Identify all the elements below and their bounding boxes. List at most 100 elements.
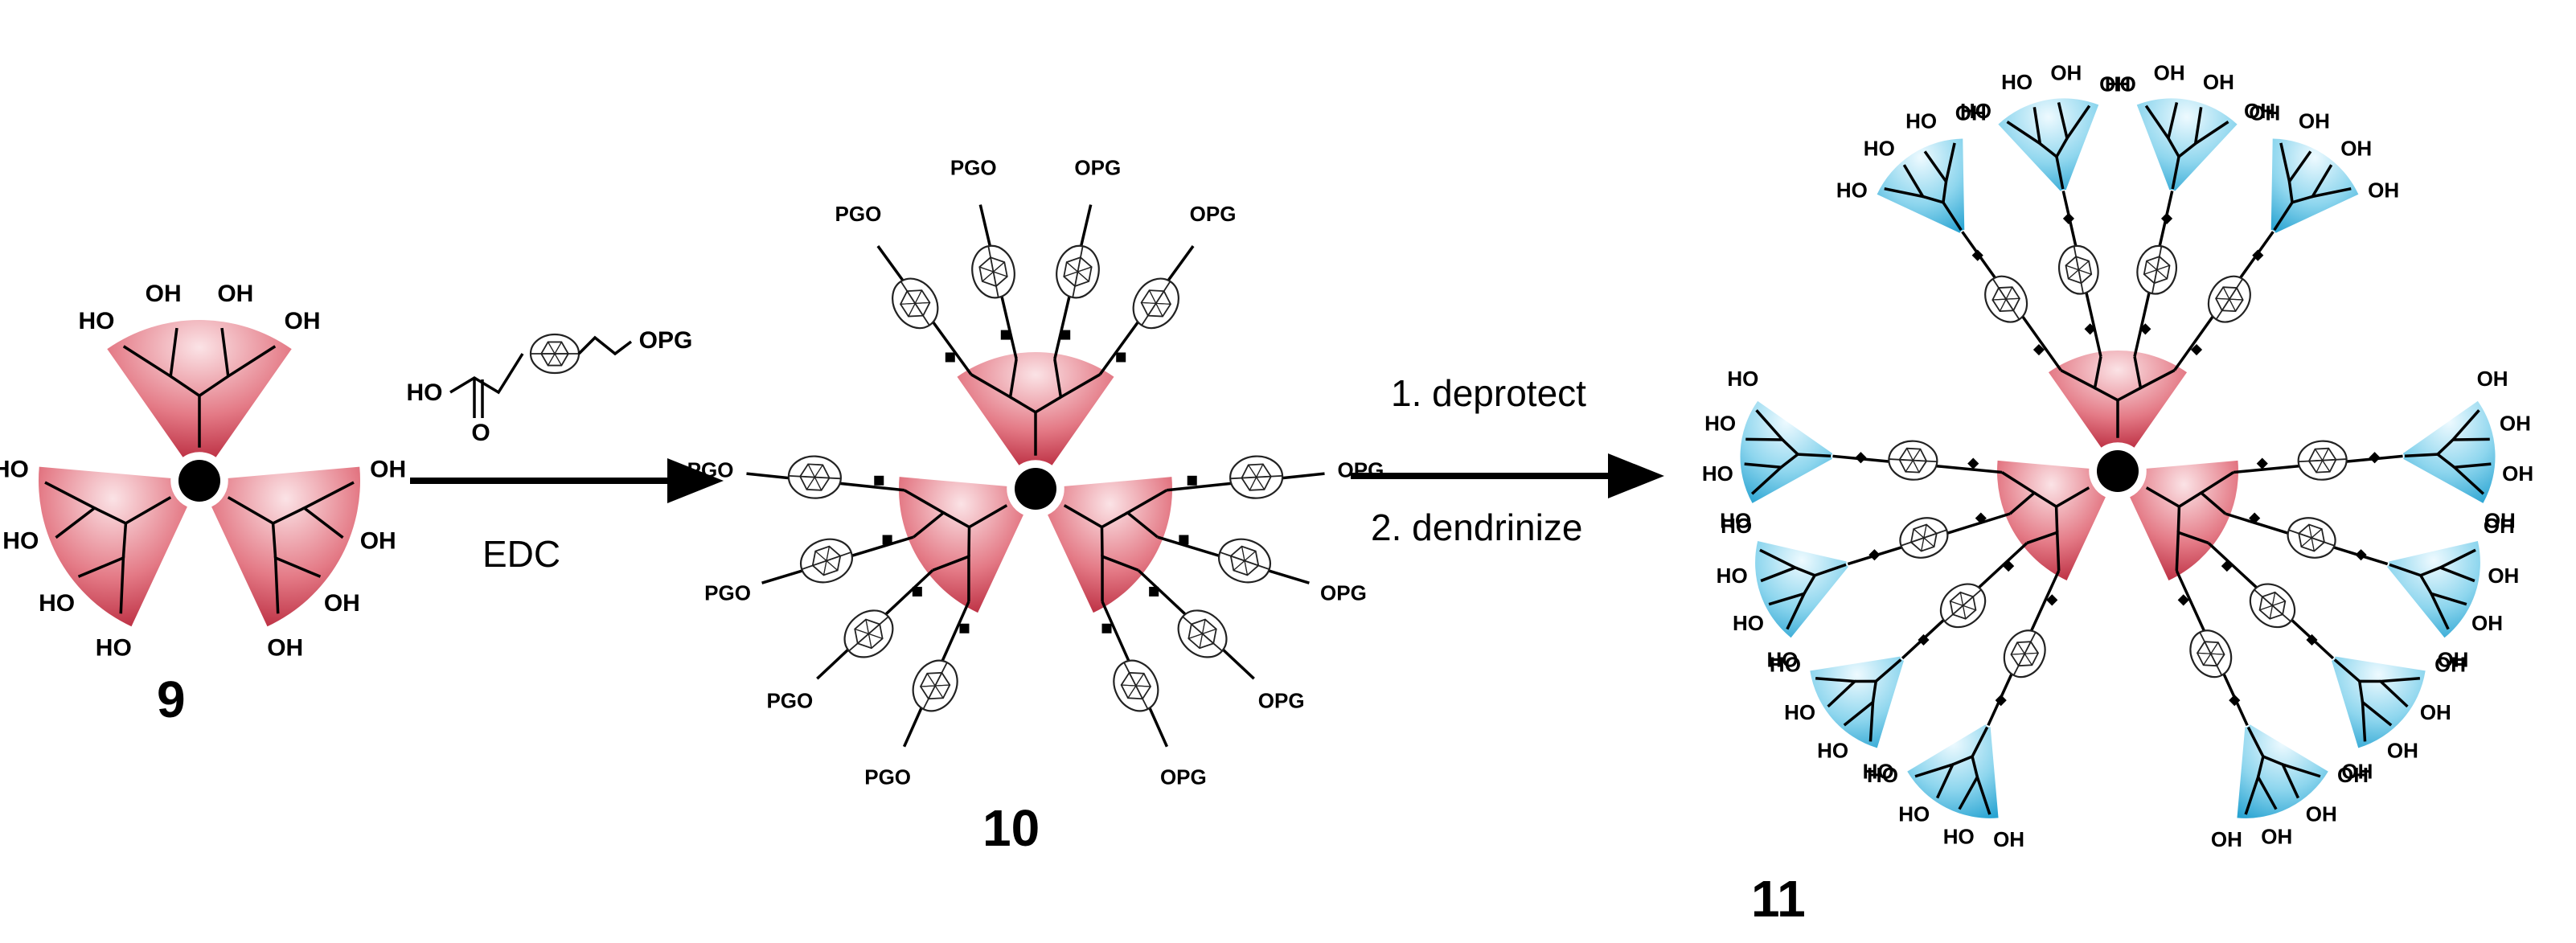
c11-hydroxyl-label: OH xyxy=(2299,109,2330,133)
c11-outer-dendron-wedge xyxy=(2387,540,2480,638)
c11-hydroxyl-label: HO xyxy=(1836,178,1868,203)
c11-outer-dendron-wedge xyxy=(2402,400,2496,503)
c11-cage xyxy=(2189,629,2233,679)
c11-hydroxyl-label: HO xyxy=(1943,825,1975,849)
c11-outer-dendron-wedge xyxy=(2270,138,2359,233)
c11-core-dendron-3 xyxy=(1997,460,2106,580)
c11-cage xyxy=(2249,583,2296,629)
c11-hydroxyl-label: OH xyxy=(2341,760,2373,784)
c11-outer-dendron xyxy=(1998,98,2099,191)
c11-outer-dendron-wedge xyxy=(2136,98,2238,191)
c11-hydroxyl-label: OH xyxy=(2420,700,2451,724)
c11-cage xyxy=(1888,440,1938,481)
c9-hydroxyl-label: OH xyxy=(324,590,360,617)
c9-dendron-3 xyxy=(39,466,187,627)
c11-hydroxyl-label: HO xyxy=(1960,99,1991,123)
c11-hydroxyl-label: HO xyxy=(1721,514,1752,538)
c11-hydroxyl-label: HO xyxy=(1767,648,1799,672)
c11-cage xyxy=(1899,517,1949,559)
c11-cage xyxy=(2136,244,2178,295)
c11-hydroxyl-label: HO xyxy=(1905,109,1937,133)
c11-hydroxyl-label: HO xyxy=(1867,763,1898,787)
c10-protected-label: PGO xyxy=(687,458,734,482)
c10-dendron-1-wedge xyxy=(957,351,1114,465)
c10-cage xyxy=(971,244,1015,299)
c10-cage xyxy=(912,659,958,712)
c11-cage xyxy=(2297,440,2348,481)
arrow-1-condition: EDC xyxy=(482,533,560,575)
c10-protected-label: PGO xyxy=(950,155,997,179)
c10-cage xyxy=(843,609,894,658)
c11-hydroxyl-label: OH xyxy=(2488,564,2519,588)
c11-hydroxyl-label: OH xyxy=(2261,825,2292,849)
c11-hydroxyl-label: OH xyxy=(2211,827,2242,851)
c10-protected-label: PGO xyxy=(864,765,911,789)
c11-hydroxyl-label: HO xyxy=(2105,72,2136,96)
c11-hydroxyl-label: OH xyxy=(1955,101,1987,125)
reagent-acid-label: HO xyxy=(407,379,443,406)
c9-hydroxyl-label: HO xyxy=(79,308,115,334)
c11-hydroxyl-label: OH xyxy=(2387,738,2418,762)
c11-cage xyxy=(2003,629,2046,679)
compound-number-9: 9 xyxy=(157,670,186,728)
compound-number-10: 10 xyxy=(982,799,1040,857)
c11-outer-dendron xyxy=(2332,656,2426,748)
c11-hydroxyl-label: HO xyxy=(1864,136,1895,160)
c10-cage xyxy=(1218,538,1271,584)
c9-hydroxyl-label: OH xyxy=(217,281,253,307)
c11-hydroxyl-label: OH xyxy=(2484,508,2516,532)
c11-hydroxyl-label: OH xyxy=(2340,136,2372,160)
c11-outer-dendron xyxy=(2270,138,2359,233)
c10-dendron-1 xyxy=(957,351,1114,465)
c11-outer-dendron xyxy=(1755,540,1848,638)
c10-protected-label: OPG xyxy=(1160,765,1207,789)
c11-hydroxyl-label: HO xyxy=(1733,611,1764,635)
c11-cage xyxy=(2287,517,2336,559)
c10-cage xyxy=(800,538,853,584)
c11-hydroxyl-label: OH xyxy=(2249,101,2280,125)
c10-dendron-3 xyxy=(899,477,1023,613)
c11-hydroxyl-label: OH xyxy=(2154,60,2185,84)
c11-hydroxyl-label: OH xyxy=(2434,653,2466,677)
c11-hydroxyl-label: OH xyxy=(2437,648,2468,672)
c10-dendron-2 xyxy=(1048,477,1173,613)
arrow-2-step-2: 2. dendrinize xyxy=(1371,506,1582,548)
c11-cage xyxy=(2207,275,2251,323)
c11-outer-dendron xyxy=(1740,400,1833,503)
c10-protected-label: OPG xyxy=(1258,689,1305,713)
c9-hydroxyl-label: OH xyxy=(267,634,303,661)
c9-hydroxyl-label: OH xyxy=(370,457,406,483)
c10-protected-label: OPG xyxy=(1074,155,1121,179)
c11-hydroxyl-label: OH xyxy=(2500,412,2531,436)
c10-cage xyxy=(787,455,842,499)
c11-outer-dendron xyxy=(2402,400,2496,503)
c11-core-dendron-2 xyxy=(2130,460,2238,580)
c11-outer-dendron-wedge xyxy=(1998,98,2099,191)
c11-core-dendron-1 xyxy=(2048,351,2188,448)
c11-hydroxyl-label: HO xyxy=(1727,367,1758,391)
c10-cage xyxy=(1056,244,1100,299)
c9-hydroxyl-label: HO xyxy=(2,527,39,554)
c10-protected-label: PGO xyxy=(704,581,751,605)
c10-dendron-3-wedge xyxy=(899,477,1023,613)
c11-hydroxyl-label: OH xyxy=(2484,514,2515,538)
c11-outer-dendron xyxy=(1877,138,1965,233)
c10-cage xyxy=(1132,277,1179,330)
c10-cage xyxy=(892,277,939,330)
c10-protected-label: OPG xyxy=(1320,581,1367,605)
c11-cage xyxy=(1984,275,2028,323)
c11-outer-dendron xyxy=(2237,724,2328,818)
c9-hydroxyl-label: OH xyxy=(146,281,182,307)
c11-hydroxyl-label: OH xyxy=(2306,802,2337,826)
c11-cage xyxy=(1939,583,1987,629)
c9-hydroxyl-label: OH xyxy=(360,527,396,554)
c11-hydroxyl-label: OH xyxy=(2050,60,2082,84)
c11-outer-dendron xyxy=(1810,656,1904,748)
reaction-arrow-2 xyxy=(1351,453,1664,498)
c11-hydroxyl-label: OH xyxy=(2368,178,2399,203)
c10-dendron-2-wedge xyxy=(1048,477,1173,613)
